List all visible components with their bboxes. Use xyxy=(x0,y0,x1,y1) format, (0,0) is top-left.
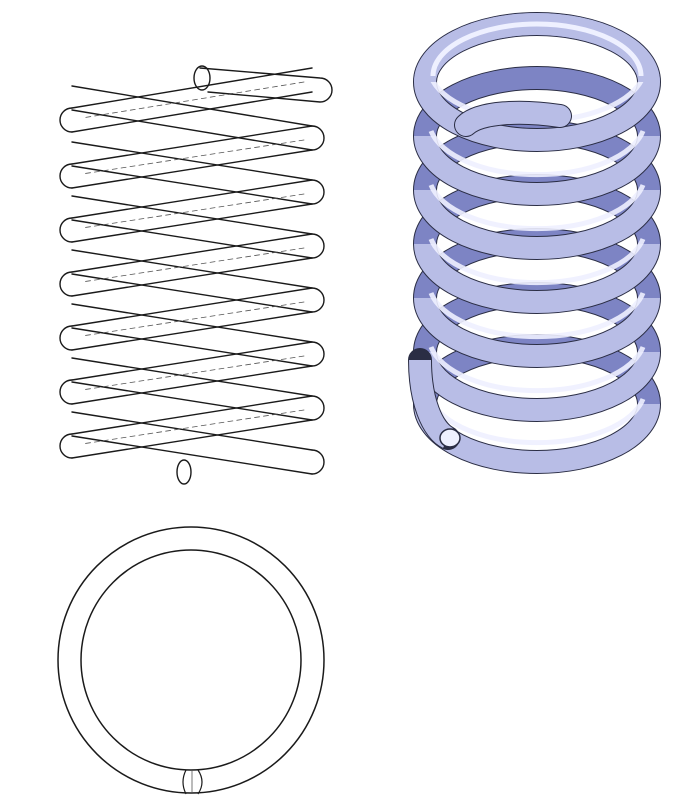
coil-right-bend xyxy=(311,125,325,151)
coil-back-edge-top xyxy=(71,341,313,381)
coil-front-edge-bottom xyxy=(71,165,313,205)
coil-right-bend xyxy=(311,179,325,205)
coil-right-bend xyxy=(311,395,325,421)
coil-back-edge-bottom xyxy=(71,149,313,189)
front-view-spring xyxy=(59,65,333,485)
coil-front-edge-top xyxy=(71,303,313,343)
coil-front-half xyxy=(414,243,660,313)
coil-front-edge-top xyxy=(71,411,313,451)
coil-back-edge-bottom xyxy=(71,91,313,133)
isometric-view-spring xyxy=(408,12,661,474)
coil-left-bend xyxy=(59,379,73,405)
coil-front-half xyxy=(414,351,660,421)
coil-back-edge-top xyxy=(71,179,313,219)
ring-outer-edge xyxy=(57,526,325,794)
coil-highlight xyxy=(428,184,646,232)
coil-back-edge-bottom xyxy=(71,365,313,405)
coil-back-edge-bottom xyxy=(71,203,313,243)
coil-front-edge-bottom xyxy=(71,327,313,367)
coil-front-edge-top xyxy=(71,195,313,235)
coil-front-edge-bottom xyxy=(71,219,313,259)
wire-end-mark xyxy=(182,769,187,795)
coil-left-bend xyxy=(59,217,73,243)
coil-hidden-line xyxy=(81,81,305,119)
coil-back-edge-top xyxy=(71,287,313,327)
coil-back-edge-top xyxy=(71,125,313,165)
coil-left-bend xyxy=(59,163,73,189)
coil-highlight xyxy=(428,130,646,178)
coil-front-half xyxy=(414,81,660,151)
coil-hidden-line xyxy=(81,409,305,445)
coil-left-bend xyxy=(59,433,73,459)
coil-front-edge-top xyxy=(71,249,313,289)
coil-hidden-line xyxy=(81,355,305,391)
coil-front-edge-top xyxy=(71,141,313,181)
coil-left-bend xyxy=(59,325,73,351)
coil-front-edge-bottom xyxy=(71,435,313,475)
coil-hidden-line xyxy=(81,247,305,283)
coil-front-edge-bottom xyxy=(71,273,313,313)
coil-front-edge-top xyxy=(71,357,313,397)
coil-highlight xyxy=(428,398,646,446)
wire-end-mark xyxy=(197,769,203,795)
coil-highlight xyxy=(428,238,646,286)
coil-front-half xyxy=(414,297,660,367)
coil-right-bend xyxy=(311,341,325,367)
coil-right-bend xyxy=(311,233,325,259)
coil-hidden-line xyxy=(81,301,305,337)
coil-right-bend xyxy=(311,287,325,313)
coil-back-edge-top xyxy=(71,233,313,273)
coil-highlight xyxy=(428,292,646,340)
coil-back-edge-bottom xyxy=(71,257,313,297)
coil-front-edge-bottom xyxy=(71,381,313,421)
coil-left-bend xyxy=(59,271,73,297)
ring-inner-edge xyxy=(80,549,302,771)
wire-end-top-fill xyxy=(455,101,571,136)
wire-end-bottom-face xyxy=(176,459,192,485)
coil-top-highlight xyxy=(430,21,644,77)
coil-back-edge-top xyxy=(71,395,313,435)
coil-highlight xyxy=(428,346,646,394)
coil-back-edge-bottom xyxy=(71,311,313,351)
coil-front-edge-top xyxy=(71,85,313,127)
coil-right-bend xyxy=(311,449,325,475)
coil-front-half xyxy=(414,135,660,205)
coil-left-bend xyxy=(59,107,73,133)
wire-end-bottom-face xyxy=(439,428,461,448)
coil-back-edge-bottom xyxy=(71,419,313,459)
coil-front-half xyxy=(414,189,660,259)
wire-end-top xyxy=(199,67,333,103)
wire-end-top-face xyxy=(193,65,211,91)
coil-hidden-line xyxy=(81,193,305,229)
coil-hidden-line xyxy=(81,139,305,175)
top-view-ring xyxy=(57,526,325,795)
coil-front-edge-bottom xyxy=(71,109,313,151)
